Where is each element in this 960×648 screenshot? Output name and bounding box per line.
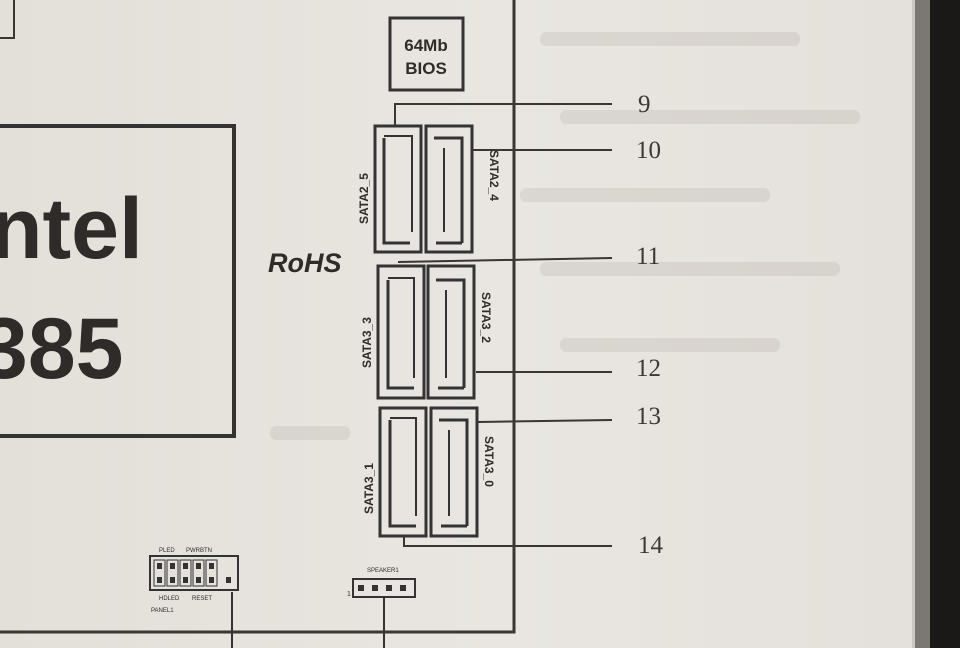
- sata-port-sata2-4: SATA2_4: [424, 124, 501, 254]
- callout-number-9: 9: [638, 91, 651, 118]
- bleed-through-text: [270, 32, 860, 440]
- callout-number-14: 14: [638, 532, 664, 559]
- sata-label: SATA3_3: [360, 317, 374, 368]
- panel-label-pwrbtn: PWRBTN: [186, 548, 212, 554]
- callout-number-12: 12: [636, 355, 661, 382]
- partial-component: [0, 0, 15, 39]
- manual-page: [0, 0, 918, 648]
- sata-label: SATA2_4: [487, 150, 501, 201]
- panel-label-hdled: HDLED: [159, 596, 180, 602]
- bios-chip: 64Mb BIOS: [388, 16, 465, 92]
- front-panel-header: PLED PWRBTN HDLED RESET PANEL1: [149, 548, 239, 648]
- rohs-label: RoHS: [268, 248, 342, 278]
- chipset-text-line1: ntel: [0, 181, 143, 277]
- sata-port-sata3-3: SATA3_3: [360, 264, 426, 400]
- speaker-pin1-label: 1: [347, 591, 351, 598]
- sata-label: SATA3_2: [479, 292, 493, 343]
- sata-label: SATA3_1: [362, 463, 376, 514]
- bios-size-label: 64Mb: [404, 36, 447, 55]
- callout-number-10: 10: [636, 137, 661, 164]
- chipset-text-line2: 385: [0, 301, 124, 397]
- callout-number-11: 11: [636, 243, 660, 270]
- chipset: ntel 385: [0, 124, 236, 438]
- panel-name: PANEL1: [151, 608, 174, 614]
- callout-lines: [394, 103, 613, 547]
- bios-label: BIOS: [405, 59, 447, 78]
- callout-number-13: 13: [636, 403, 661, 430]
- sata-label: SATA3_0: [482, 436, 496, 487]
- speaker-header: SPEAKER1 1: [347, 568, 416, 648]
- panel-label-reset: RESET: [192, 596, 212, 602]
- sata-port-sata2-5: SATA2_5: [357, 124, 423, 254]
- sata-port-sata3-0: SATA3_0: [429, 406, 496, 538]
- board-outline: [0, 0, 516, 634]
- sata-label: SATA2_5: [357, 173, 371, 224]
- sata-port-sata3-2: SATA3_2: [426, 264, 493, 400]
- panel-label-pled: PLED: [159, 548, 175, 554]
- speaker-label: SPEAKER1: [367, 568, 399, 574]
